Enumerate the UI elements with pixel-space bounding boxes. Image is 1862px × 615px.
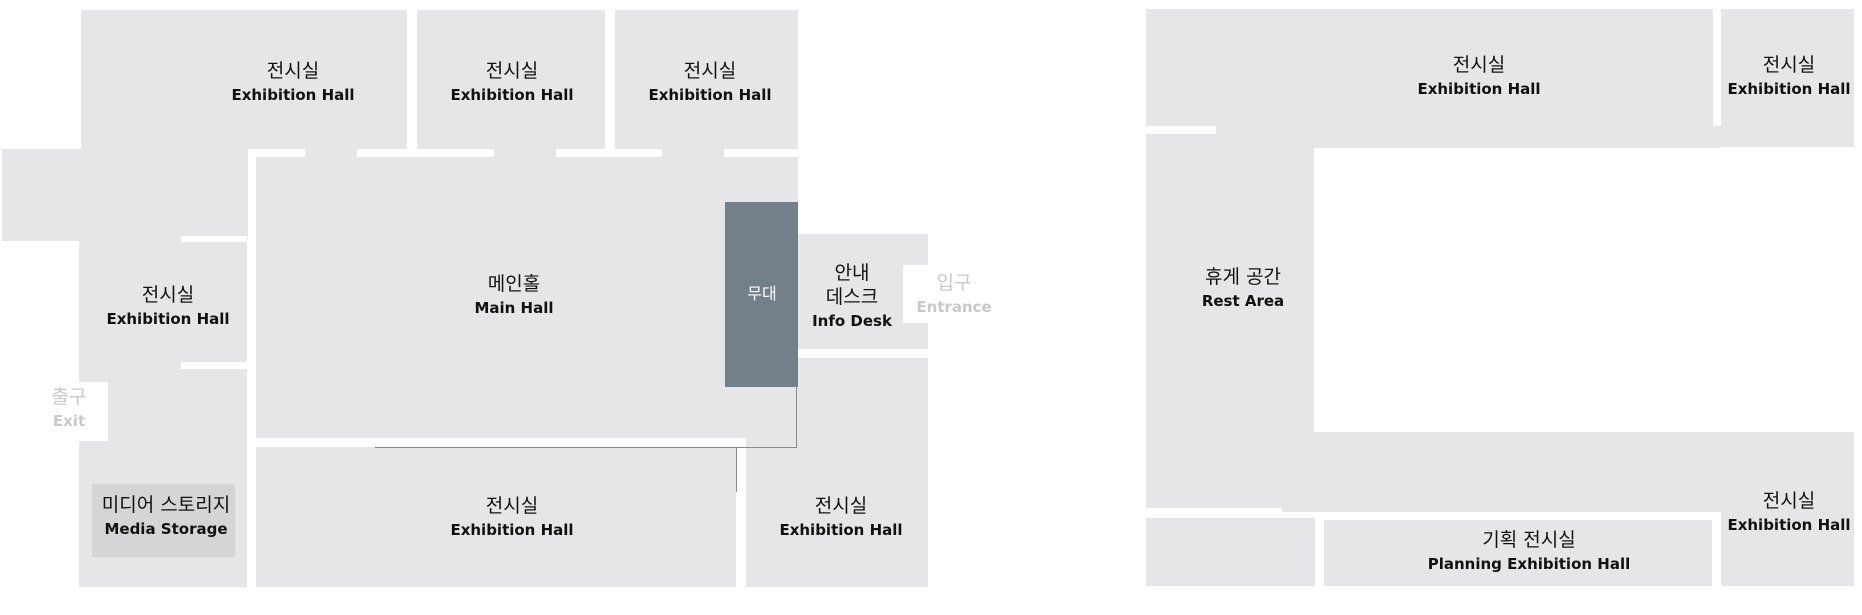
wall-gap xyxy=(736,446,746,540)
label-ko: 전시실 xyxy=(1452,53,1506,76)
label-main-hall: 메인홀 Main Hall xyxy=(474,273,553,318)
label-ko: 전시실 xyxy=(141,283,195,306)
top-connector xyxy=(1216,126,1721,148)
label-ko: 전시실 xyxy=(1762,489,1816,512)
wall-gap xyxy=(1146,508,1282,518)
rest-area-connector xyxy=(1216,126,1314,136)
label-ko: 기획 전시실 xyxy=(1482,528,1576,551)
wall-line xyxy=(375,447,797,448)
label-exhibition-hall-bottom-right: 전시실 Exhibition Hall xyxy=(779,495,902,540)
exhibition-hall-top-2-room[interactable] xyxy=(417,10,605,149)
label-en: Exhibition Hall xyxy=(106,309,230,328)
label-en: Planning Exhibition Hall xyxy=(1427,554,1631,573)
label-en: Exhibition Hall xyxy=(779,520,903,539)
label-entrance: 입구 Entrance xyxy=(916,272,991,317)
exhibition-hall-top-right-room[interactable] xyxy=(1721,9,1854,147)
exhibition-hall-bottom-right-room[interactable] xyxy=(746,358,928,587)
media-storage-room[interactable] xyxy=(92,484,235,557)
exhibition-hall-top-wide-room[interactable] xyxy=(1146,9,1713,126)
label-exhibition-hall-top-1: 전시실 Exhibition Hall xyxy=(231,60,354,105)
label-en: Rest Area xyxy=(1201,291,1285,310)
label-exhibition-hall-top-2: 전시실 Exhibition Hall xyxy=(450,60,573,105)
label-ko: 전시실 xyxy=(1762,53,1816,76)
label-exhibition-hall-top-wide: 전시실 Exhibition Hall xyxy=(1417,54,1540,99)
wall-gap xyxy=(1324,512,1394,520)
wall-gap xyxy=(1713,9,1721,97)
exit-door[interactable] xyxy=(38,382,108,441)
wall-gap xyxy=(840,349,928,358)
wall-gap xyxy=(1447,512,1712,520)
label-en: Exit xyxy=(52,411,86,430)
label-exhibition-hall-top-right: 전시실 Exhibition Hall xyxy=(1727,54,1850,99)
label-ko: 전시실 xyxy=(485,494,539,517)
west-corridor xyxy=(2,149,248,241)
bottom-left-room[interactable] xyxy=(1146,518,1315,586)
exhibition-hall-top-3-room[interactable] xyxy=(615,10,798,149)
label-en: Main Hall xyxy=(474,298,554,317)
main-hall-room[interactable] xyxy=(256,157,798,438)
label-en: Exhibition Hall xyxy=(231,85,355,104)
wall-line xyxy=(796,387,797,448)
label-exhibition-hall-west: 전시실 Exhibition Hall xyxy=(106,284,229,329)
label-ko: 출구 xyxy=(51,385,87,408)
label-rest-area: 휴게 공간 Rest Area xyxy=(1202,266,1284,311)
label-exhibition-hall-top-3: 전시실 Exhibition Hall xyxy=(648,60,771,105)
exhibition-hall-top-1-room[interactable] xyxy=(81,10,407,149)
label-ko: 전시실 xyxy=(485,59,539,82)
label-en: Exhibition Hall xyxy=(1727,515,1851,534)
label-ko: 전시실 xyxy=(683,59,737,82)
label-ko-line1: 안내 xyxy=(834,261,870,284)
label-en: Exhibition Hall xyxy=(450,85,574,104)
label-en: Info Desk xyxy=(812,311,892,330)
label-ko-line2: 데스크 xyxy=(825,285,879,308)
entrance-door[interactable] xyxy=(903,265,983,323)
label-ko: 미디어 스토리지 xyxy=(101,493,231,516)
label-en: Exhibition Hall xyxy=(648,85,772,104)
label-exhibition-hall-bottom-right: 전시실 Exhibition Hall xyxy=(1727,490,1850,535)
label-ko: 전시실 xyxy=(266,59,320,82)
label-info-desk: 안내 데스크 Info Desk xyxy=(812,262,892,330)
label-planning-exhibition-hall: 기획 전시실 Planning Exhibition Hall xyxy=(1428,529,1631,574)
wall-gap xyxy=(1315,512,1324,586)
label-ko: 무대 xyxy=(747,284,777,303)
label-en: Exhibition Hall xyxy=(1727,79,1851,98)
label-media-storage: 미디어 스토리지 Media Storage xyxy=(102,494,230,539)
doorway xyxy=(305,149,357,157)
wall-gap xyxy=(1146,126,1216,134)
exhibition-hall-bottom-right-room[interactable] xyxy=(1721,432,1854,586)
label-ko: 입구 xyxy=(936,271,972,294)
doorway xyxy=(662,149,724,157)
label-en: Exhibition Hall xyxy=(450,520,574,539)
stage[interactable] xyxy=(725,202,798,387)
label-en: Exhibition Hall xyxy=(1417,79,1541,98)
label-ko: 휴게 공간 xyxy=(1205,265,1281,288)
wall-gap xyxy=(1712,512,1721,586)
planning-exhibition-hall-room[interactable] xyxy=(1324,520,1712,586)
exhibition-hall-bottom-center-room[interactable] xyxy=(256,447,736,587)
wall-line xyxy=(736,447,737,492)
label-en: Media Storage xyxy=(104,519,228,538)
label-ko: 메인홀 xyxy=(487,272,541,295)
label-exhibition-hall-bottom-center: 전시실 Exhibition Hall xyxy=(450,495,573,540)
label-exit: 출구 Exit xyxy=(52,386,87,431)
doorway xyxy=(494,149,556,157)
label-en: Entrance xyxy=(916,297,992,316)
wall-gap xyxy=(256,438,312,447)
label-stage: 무대 xyxy=(747,284,776,304)
wall-gap xyxy=(181,236,247,242)
wall-gap xyxy=(181,362,247,369)
label-ko: 전시실 xyxy=(814,494,868,517)
